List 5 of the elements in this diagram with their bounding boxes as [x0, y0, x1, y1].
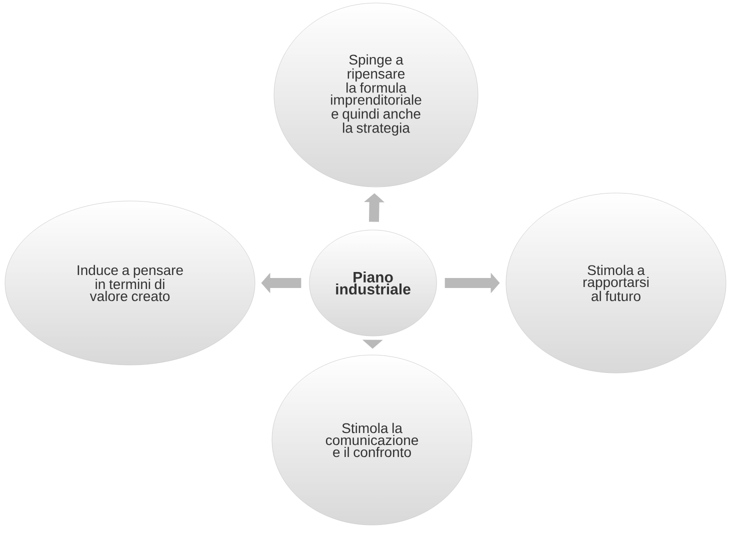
ellipse-node: Stimola a rapportarsi al futuro [506, 192, 726, 374]
ellipse-node: Induce a pensare in termini di valore creato [4, 200, 256, 366]
ellipse-node: Piano industriale [309, 230, 437, 336]
ellipse-node: Spinge a ripensare la formula imprenditoriale e quindi anche la strategia [274, 2, 478, 188]
ellipse-node: Stimola la comunicazione e il confronto [272, 354, 472, 526]
